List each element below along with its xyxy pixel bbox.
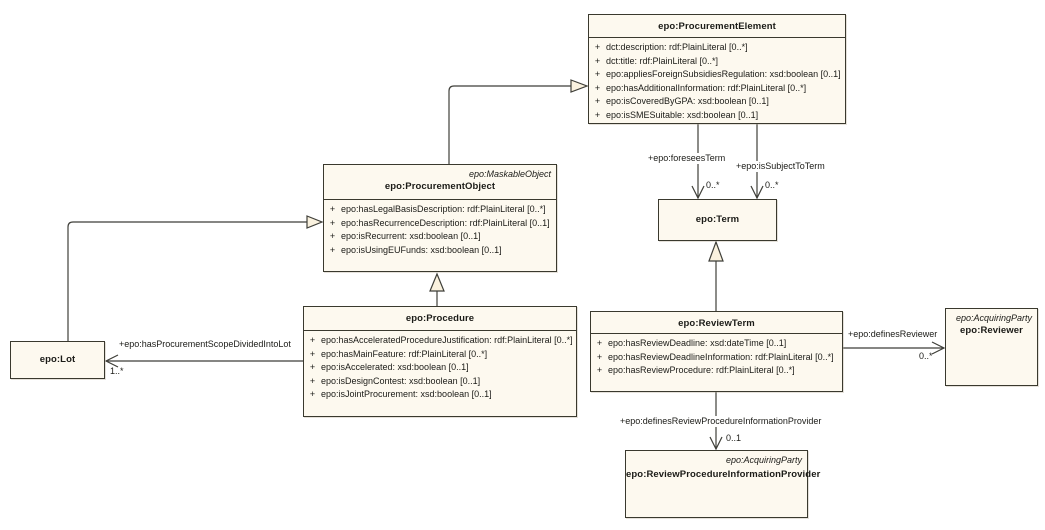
attribute-compartment: + epo:hasLegalBasisDescription: rdf:Plain… bbox=[324, 200, 556, 257]
class-header: epo:MaskableObject epo:ProcurementObject bbox=[324, 165, 556, 200]
attribute-text: dct:description: rdf:PlainLiteral [0..*] bbox=[606, 42, 748, 52]
attribute-text: epo:hasReviewDeadline: xsd:dateTime [0..… bbox=[608, 338, 787, 348]
attribute-text: epo:isDesignContest: xsd:boolean [0..1] bbox=[321, 375, 481, 386]
generalization-reviewterm-to-term bbox=[708, 240, 724, 312]
association-label-defines-review-procedure-information-provider: +epo:definesReviewProcedureInformationPr… bbox=[618, 416, 824, 427]
multiplicity-defines-reviewer: 0..* bbox=[919, 351, 933, 361]
multiplicity-defines-review-procedure-information-provider: 0..1 bbox=[726, 433, 742, 443]
attribute-text: epo:isSMESuitable: xsd:boolean [0..1] bbox=[606, 109, 759, 120]
multiplicity-is-subject-to-term: 0..* bbox=[765, 180, 779, 190]
association-defines-reviewer bbox=[843, 341, 946, 355]
class-review-procedure-information-provider: epo:AcquiringParty epo:ReviewProcedureIn… bbox=[625, 450, 821, 518]
attribute-text: epo:hasLegalBasisDescription: rdf:PlainL… bbox=[341, 204, 546, 214]
attribute-row: + epo:isSMESuitable: xsd:boolean [0..1] bbox=[589, 109, 845, 123]
attribute-text: epo:isAccelerated: xsd:boolean [0..1] bbox=[321, 362, 469, 373]
class-name: epo:Lot bbox=[39, 354, 76, 365]
attribute-text: dct:title: rdf:PlainLiteral [0..*] bbox=[606, 55, 719, 66]
attribute-row: + epo:hasAcceleratedProcedureJustificatio… bbox=[304, 334, 576, 348]
visibility-public: + bbox=[329, 204, 336, 214]
visibility-public: + bbox=[309, 362, 316, 373]
attribute-text: epo:hasReviewProcedure: rdf:PlainLiteral… bbox=[608, 365, 795, 376]
visibility-public: + bbox=[594, 109, 601, 120]
visibility-public: + bbox=[594, 55, 601, 66]
attribute-row: + dct:title: rdf:PlainLiteral [0..*] bbox=[589, 55, 845, 69]
association-label-is-subject-to-term: +epo:isSubjectToTerm bbox=[734, 161, 827, 172]
attribute-text: epo:hasReviewDeadlineInformation: rdf:Pl… bbox=[608, 351, 834, 362]
visibility-public: + bbox=[594, 96, 601, 107]
attribute-row: + epo:hasReviewDeadline: xsd:dateTime [0.… bbox=[591, 337, 842, 351]
class-header: epo:ReviewTerm bbox=[591, 312, 842, 334]
visibility-public: + bbox=[596, 338, 603, 348]
class-lot: epo:Lot bbox=[10, 341, 105, 379]
class-name: epo:ReviewProcedureInformationProvider bbox=[626, 469, 821, 480]
attribute-row: + epo:hasMainFeature: rdf:PlainLiteral [0… bbox=[304, 348, 576, 362]
attribute-row: + dct:description: rdf:PlainLiteral [0..*… bbox=[589, 41, 845, 55]
class-procedure: epo:Procedure + epo:hasAcceleratedProcedu… bbox=[303, 306, 577, 417]
attribute-text: epo:isRecurrent: xsd:boolean [0..1] bbox=[341, 231, 481, 242]
visibility-public: + bbox=[329, 217, 336, 228]
class-name: epo:ProcurementObject bbox=[384, 181, 496, 192]
class-reviewer: epo:AcquiringParty epo:Reviewer bbox=[945, 308, 1038, 386]
class-header: epo:ProcurementElement bbox=[589, 15, 845, 38]
association-label-has-procurement-scope-divided-into-lot: +epo:hasProcurementScopeDividedIntoLot bbox=[117, 339, 293, 350]
attribute-row: + epo:appliesForeignSubsidiesRegulation: … bbox=[589, 68, 845, 82]
generalization-procedure-to-procurementobject bbox=[429, 272, 445, 307]
class-name: epo:Reviewer bbox=[960, 325, 1023, 336]
attribute-compartment: + epo:hasAcceleratedProcedureJustificatio… bbox=[304, 331, 576, 402]
association-label-foresees-term: +epo:foreseesTerm bbox=[646, 153, 728, 164]
generalization-lot-to-procurementobject bbox=[67, 215, 324, 342]
visibility-public: + bbox=[596, 365, 603, 376]
attribute-row: + epo:isJointProcurement: xsd:boolean [0.… bbox=[304, 388, 576, 402]
attribute-text: epo:isCoveredByGPA: xsd:boolean [0..1] bbox=[606, 96, 769, 107]
visibility-public: + bbox=[309, 375, 316, 386]
attribute-text: epo:hasAcceleratedProcedureJustification… bbox=[321, 335, 573, 345]
visibility-public: + bbox=[309, 348, 316, 359]
attribute-row: + epo:isUsingEUFunds: xsd:boolean [0..1] bbox=[324, 244, 556, 258]
class-procurement-object: epo:MaskableObject epo:ProcurementObject… bbox=[323, 164, 557, 272]
association-is-subject-to-term bbox=[750, 123, 764, 200]
class-stereotype: epo:AcquiringParty bbox=[725, 455, 802, 465]
attribute-text: epo:appliesForeignSubsidiesRegulation: x… bbox=[606, 69, 841, 80]
attribute-row: + epo:isCoveredByGPA: xsd:boolean [0..1] bbox=[589, 95, 845, 109]
attribute-row: + epo:isDesignContest: xsd:boolean [0..1] bbox=[304, 375, 576, 389]
visibility-public: + bbox=[329, 231, 336, 242]
multiplicity-has-procurement-scope-divided-into-lot: 1..* bbox=[110, 366, 124, 376]
attribute-text: epo:hasRecurrenceDescription: rdf:PlainL… bbox=[341, 217, 550, 228]
visibility-public: + bbox=[594, 69, 601, 80]
class-name: epo:ReviewTerm bbox=[678, 318, 755, 329]
generalization-procurementobject-to-procurementelement bbox=[448, 79, 589, 166]
class-stereotype: epo:AcquiringParty bbox=[955, 313, 1032, 323]
attribute-text: epo:isUsingEUFunds: xsd:boolean [0..1] bbox=[341, 244, 502, 255]
visibility-public: + bbox=[309, 389, 316, 400]
class-procurement-element: epo:ProcurementElement + dct:description:… bbox=[588, 14, 846, 124]
attribute-row: + epo:hasReviewDeadlineInformation: rdf:P… bbox=[591, 351, 842, 365]
multiplicity-foresees-term: 0..* bbox=[706, 180, 720, 190]
visibility-public: + bbox=[596, 351, 603, 362]
attribute-compartment: + epo:hasReviewDeadline: xsd:dateTime [0.… bbox=[591, 334, 842, 378]
attribute-compartment: + dct:description: rdf:PlainLiteral [0..*… bbox=[589, 38, 845, 123]
class-name: epo:Procedure bbox=[405, 313, 475, 324]
attribute-row: + epo:isRecurrent: xsd:boolean [0..1] bbox=[324, 230, 556, 244]
attribute-text: epo:hasMainFeature: rdf:PlainLiteral [0.… bbox=[321, 348, 488, 359]
class-header: epo:Procedure bbox=[304, 307, 576, 331]
attribute-row: + epo:hasLegalBasisDescription: rdf:Plain… bbox=[324, 203, 556, 217]
attribute-row: + epo:isAccelerated: xsd:boolean [0..1] bbox=[304, 361, 576, 375]
class-review-term: epo:ReviewTerm + epo:hasReviewDeadline: x… bbox=[590, 311, 843, 392]
visibility-public: + bbox=[309, 335, 316, 345]
class-name: epo:ProcurementElement bbox=[658, 21, 776, 32]
attribute-row: + epo:hasAdditionalInformation: rdf:Plain… bbox=[589, 82, 845, 96]
visibility-public: + bbox=[594, 42, 601, 52]
attribute-text: epo:isJointProcurement: xsd:boolean [0..… bbox=[321, 389, 492, 400]
visibility-public: + bbox=[594, 82, 601, 93]
class-name: epo:Term bbox=[695, 214, 740, 225]
visibility-public: + bbox=[329, 244, 336, 255]
class-stereotype: epo:MaskableObject bbox=[468, 169, 551, 179]
attribute-row: + epo:hasRecurrenceDescription: rdf:Plain… bbox=[324, 217, 556, 231]
attribute-row: + epo:hasReviewProcedure: rdf:PlainLitera… bbox=[591, 364, 842, 378]
association-label-defines-reviewer: +epo:definesReviewer bbox=[846, 329, 940, 340]
association-has-procurement-scope-divided-into-lot bbox=[104, 354, 303, 368]
attribute-text: epo:hasAdditionalInformation: rdf:PlainL… bbox=[606, 82, 807, 93]
class-term: epo:Term bbox=[658, 199, 777, 241]
